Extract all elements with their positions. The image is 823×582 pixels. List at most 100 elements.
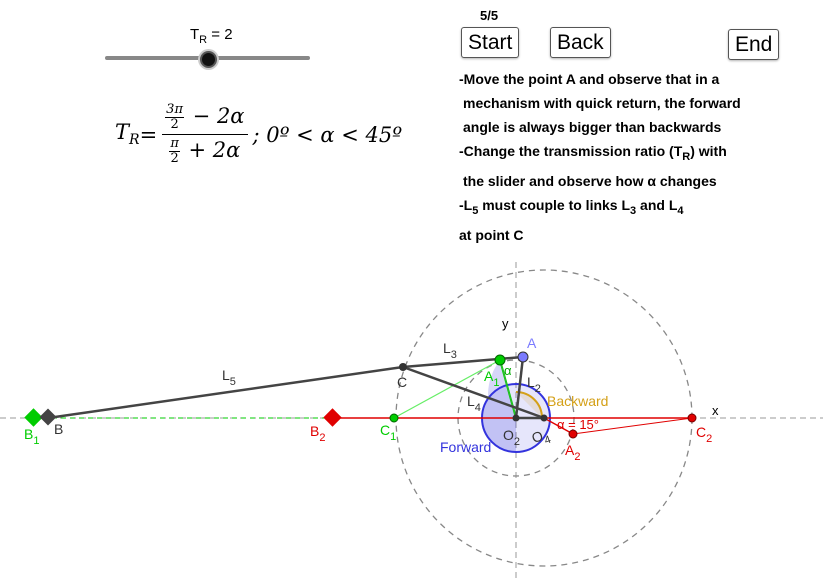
- label-c1-sub: 1: [390, 431, 396, 443]
- label-b1-sub: 1: [33, 435, 39, 447]
- label-o4: O4: [529, 425, 552, 451]
- label-o4-sub: 4: [543, 434, 553, 447]
- label-l2-main: L: [527, 374, 535, 390]
- point-b2[interactable]: [323, 408, 342, 427]
- instruction-sub: R: [682, 150, 691, 163]
- label-c2: C2: [696, 424, 712, 445]
- transmission-ratio-slider-knob[interactable]: [199, 51, 217, 68]
- instruction-sub: 5: [472, 204, 479, 217]
- formula-lhs-sub: R: [129, 132, 140, 149]
- start-button[interactable]: Start: [461, 27, 520, 58]
- instruction-line: -Change the transmission ratio (TR) with: [459, 139, 819, 169]
- point-a[interactable]: [517, 351, 529, 363]
- label-a1: A1: [484, 368, 499, 389]
- label-l2: L2: [527, 374, 541, 395]
- label-b1-main: B: [24, 426, 33, 442]
- label-l3-sub: 3: [451, 349, 457, 361]
- label-a1-main: A: [484, 368, 494, 384]
- formula-condition: ; 0º < α < 45º: [252, 122, 403, 147]
- page-indicator: 5/5: [480, 8, 499, 23]
- label-l4: L4: [467, 393, 481, 414]
- instruction-line: at point C: [459, 226, 524, 243]
- formula-small-num: π: [169, 136, 180, 152]
- link-l5: [47, 365, 404, 420]
- label-o2: O2: [503, 427, 520, 448]
- forward-region: [481, 360, 516, 453]
- link-l2: [514, 356, 525, 419]
- point-c1[interactable]: [389, 413, 399, 423]
- label-c2-sub: 2: [706, 433, 712, 445]
- label-b1: B1: [24, 426, 39, 447]
- label-l5-main: L: [222, 367, 230, 383]
- point-c2[interactable]: [687, 413, 697, 423]
- red-link-o4-a2: [543, 417, 574, 435]
- end-button[interactable]: End: [728, 29, 780, 60]
- alpha-line: [499, 359, 517, 419]
- formula-num-rest: − 2α: [186, 104, 245, 128]
- label-a2-main: A: [565, 442, 575, 458]
- point-o2: [512, 414, 520, 422]
- label-l2-sub: 2: [535, 383, 541, 395]
- slider-label-value: = 2: [207, 26, 233, 43]
- label-b: B: [54, 421, 63, 437]
- label-l5-sub: 5: [230, 376, 236, 388]
- formula-small-den: 2: [170, 117, 179, 132]
- label-b2-main: B: [310, 423, 319, 439]
- instruction-line: mechanism with quick return, the forward: [463, 95, 741, 111]
- instruction-text: -Change the transmission ratio (T: [459, 143, 683, 159]
- label-o2-main: O: [503, 427, 514, 443]
- label-a2: A2: [565, 442, 580, 463]
- label-l3-main: L: [443, 340, 451, 356]
- slider-label-main: T: [190, 26, 200, 43]
- label-a1-sub: 1: [493, 377, 499, 389]
- instruction-text: -L: [459, 196, 473, 213]
- label-c1-main: C: [380, 422, 390, 438]
- label-l3: L3: [443, 340, 457, 361]
- slider-label: TR = 2: [190, 26, 233, 46]
- label-o4-main: O: [529, 427, 545, 446]
- formula-lhs: TR: [115, 120, 140, 148]
- green-link-c1-a1: [393, 359, 501, 419]
- label-backward: Backward: [547, 393, 608, 409]
- label-c2-main: C: [696, 424, 706, 440]
- label-alpha: α: [504, 363, 512, 378]
- instruction-text: and L: [636, 196, 678, 213]
- instructions-text: -Move the point A and observe that in a …: [459, 67, 819, 247]
- label-b2-sub: 2: [319, 432, 325, 444]
- formula-den-rest: + 2α: [181, 138, 241, 162]
- instruction-sub: 3: [630, 204, 637, 217]
- instruction-text: ) with: [690, 143, 727, 159]
- x-axis-label: x: [712, 403, 719, 418]
- label-a2-sub: 2: [574, 451, 580, 463]
- instruction-line: -Move the point A and observe that in a: [459, 71, 720, 87]
- formula-lhs-main: T: [115, 120, 130, 145]
- label-c: C: [397, 374, 407, 390]
- label-b2: B2: [310, 423, 325, 444]
- point-a1[interactable]: [494, 354, 506, 366]
- instruction-line: -L5 must couple to links L3 and L4: [459, 193, 819, 223]
- label-forward: Forward: [440, 439, 491, 455]
- instruction-line: angle is always bigger than backwards: [463, 119, 722, 135]
- label-o2-sub: 2: [514, 436, 520, 448]
- red-link-a2-c2: [572, 417, 693, 435]
- instruction-line: the slider and observe how α changes: [463, 172, 717, 189]
- point-b1[interactable]: [24, 408, 43, 427]
- slider-label-sub: R: [199, 34, 208, 46]
- label-l4-sub: 4: [475, 402, 481, 414]
- label-alpha-value: α = 15°: [557, 417, 599, 432]
- formula-small-num: 3π: [165, 102, 184, 118]
- label-c1: C1: [380, 422, 396, 443]
- instruction-sub: 4: [677, 204, 684, 217]
- point-c[interactable]: [399, 363, 407, 371]
- label-a: A: [527, 335, 537, 351]
- link-l4: [402, 365, 545, 420]
- point-a2[interactable]: [568, 429, 578, 439]
- y-axis-label: y: [502, 316, 509, 331]
- formula-small-den: 2: [170, 151, 179, 166]
- back-button[interactable]: Back: [550, 27, 611, 58]
